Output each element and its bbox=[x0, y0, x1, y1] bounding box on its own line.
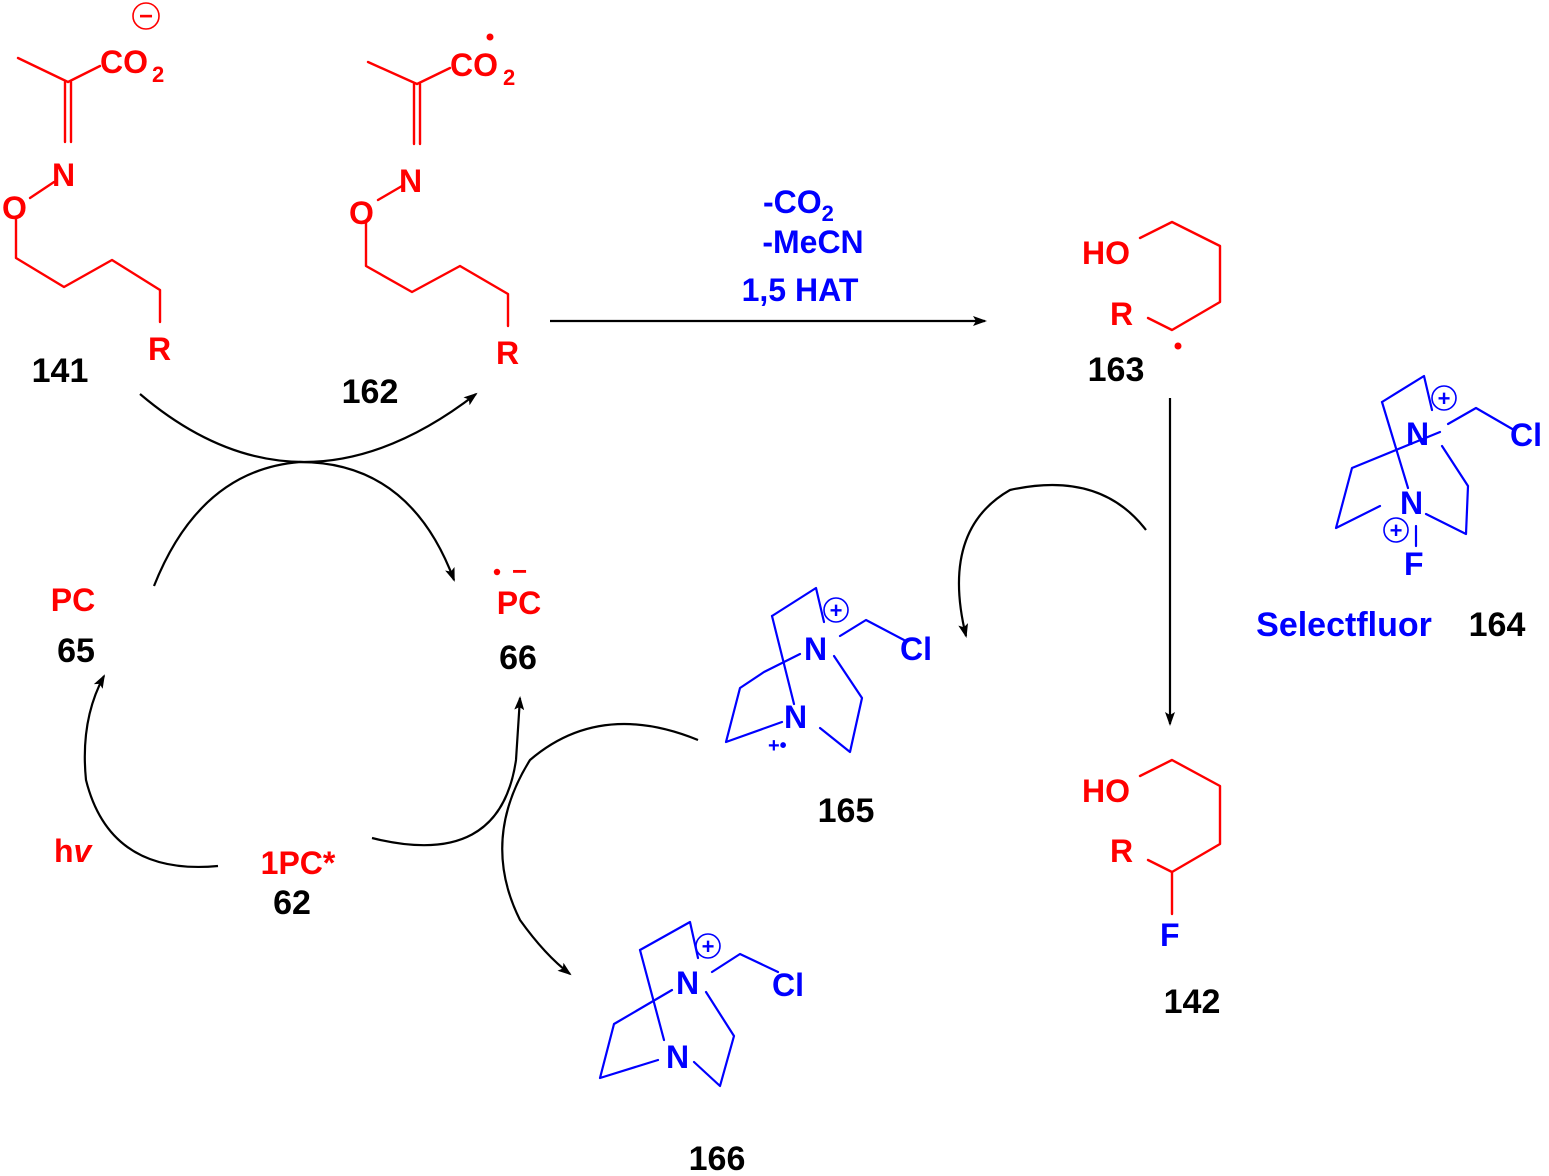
compound-label-164: 164 bbox=[1469, 606, 1526, 644]
pc-radical-anion: PC bbox=[497, 585, 541, 621]
radical-cation-sign: +• bbox=[768, 735, 787, 757]
atom-r: R bbox=[496, 335, 519, 371]
arrow-163-to-165 bbox=[957, 483, 1147, 638]
atom-n-plus: N bbox=[676, 965, 699, 1001]
plus-charge-ring bbox=[695, 933, 721, 959]
arrow-165-to-166 bbox=[501, 722, 699, 976]
minus-charge-sign: − bbox=[139, 3, 153, 30]
compound-label-165: 165 bbox=[818, 792, 875, 830]
compound-label-142: 142 bbox=[1164, 983, 1221, 1021]
atom-ho: HO bbox=[1082, 235, 1130, 271]
arrow-excited-to-radical-anion bbox=[371, 696, 525, 847]
compound-142-structure: HO R F bbox=[1082, 758, 1222, 953]
compound-162-structure: CO 2 N O R bbox=[349, 33, 519, 371]
condition-co2-loss: -CO2 bbox=[763, 184, 834, 226]
plus-charge-ring bbox=[1431, 385, 1457, 411]
arrow-hv-excitation bbox=[83, 674, 219, 868]
atom-n-plus: N bbox=[1406, 416, 1429, 452]
condition-hat: 1,5 HAT bbox=[742, 272, 859, 308]
radical-dot bbox=[486, 33, 494, 41]
anion-charge-sign: − bbox=[512, 556, 527, 586]
atom-n: N bbox=[399, 163, 422, 199]
compound-label-66: 66 bbox=[499, 639, 537, 677]
atom-r: R bbox=[148, 331, 171, 367]
condition-mecn-loss: -MeCN bbox=[762, 224, 863, 260]
light-label: hv bbox=[54, 833, 94, 869]
pc-excited-state: 1PC* bbox=[261, 845, 336, 881]
atom-ho: HO bbox=[1082, 773, 1130, 809]
compound-141-structure: CO 2 − N O R bbox=[2, 2, 171, 367]
atom-r: R bbox=[1110, 296, 1133, 332]
radical-dot bbox=[493, 568, 501, 576]
compound-label-163: 163 bbox=[1088, 351, 1145, 389]
atom-n-radical-cation: N bbox=[784, 699, 807, 735]
compound-166-structure: N + Cl N bbox=[598, 920, 804, 1088]
plus-charge-sign: + bbox=[830, 598, 843, 623]
atom-cl: Cl bbox=[900, 631, 932, 667]
atom-sub2: 2 bbox=[152, 62, 164, 87]
compound-label-166: 166 bbox=[689, 1140, 746, 1176]
plus-charge-ring bbox=[823, 597, 849, 623]
plus-charge-sign: + bbox=[702, 934, 715, 959]
compound-label-65: 65 bbox=[57, 632, 95, 670]
compound-label-162: 162 bbox=[342, 373, 399, 411]
selectfluor-structure: N + Cl N + F bbox=[1334, 374, 1542, 582]
arrow-pc-to-pc-radical bbox=[152, 460, 456, 587]
radical-dot bbox=[1174, 342, 1182, 350]
atom-co: CO bbox=[100, 44, 148, 80]
atom-o: O bbox=[349, 195, 374, 231]
atom-co: CO bbox=[450, 47, 498, 83]
atom-n: N bbox=[52, 157, 75, 193]
atom-f: F bbox=[1404, 546, 1424, 582]
compound-label-62: 62 bbox=[273, 884, 311, 922]
atom-r: R bbox=[1110, 833, 1133, 869]
compound-165-structure: N + Cl N +• bbox=[724, 586, 932, 757]
atom-o: O bbox=[2, 190, 27, 226]
pc-ground-state: PC bbox=[51, 582, 95, 618]
atom-n-f: N bbox=[1400, 485, 1423, 521]
compound-163-structure: HO R bbox=[1082, 220, 1222, 350]
reagent-name-selectfluor: Selectfluor bbox=[1256, 606, 1432, 644]
minus-charge-ring bbox=[132, 2, 160, 30]
compound-label-141: 141 bbox=[32, 352, 89, 390]
plus-charge-sign: + bbox=[1390, 518, 1403, 543]
plus-charge-ring bbox=[1383, 517, 1409, 543]
plus-charge-sign: + bbox=[1438, 386, 1451, 411]
atom-cl: Cl bbox=[1510, 417, 1542, 453]
atom-n-plus: N bbox=[804, 631, 827, 667]
atom-cl: Cl bbox=[772, 967, 804, 1003]
atom-n: N bbox=[666, 1039, 689, 1075]
atom-f: F bbox=[1160, 917, 1180, 953]
atom-sub2: 2 bbox=[503, 65, 515, 90]
arrow-141-to-162 bbox=[139, 392, 478, 463]
